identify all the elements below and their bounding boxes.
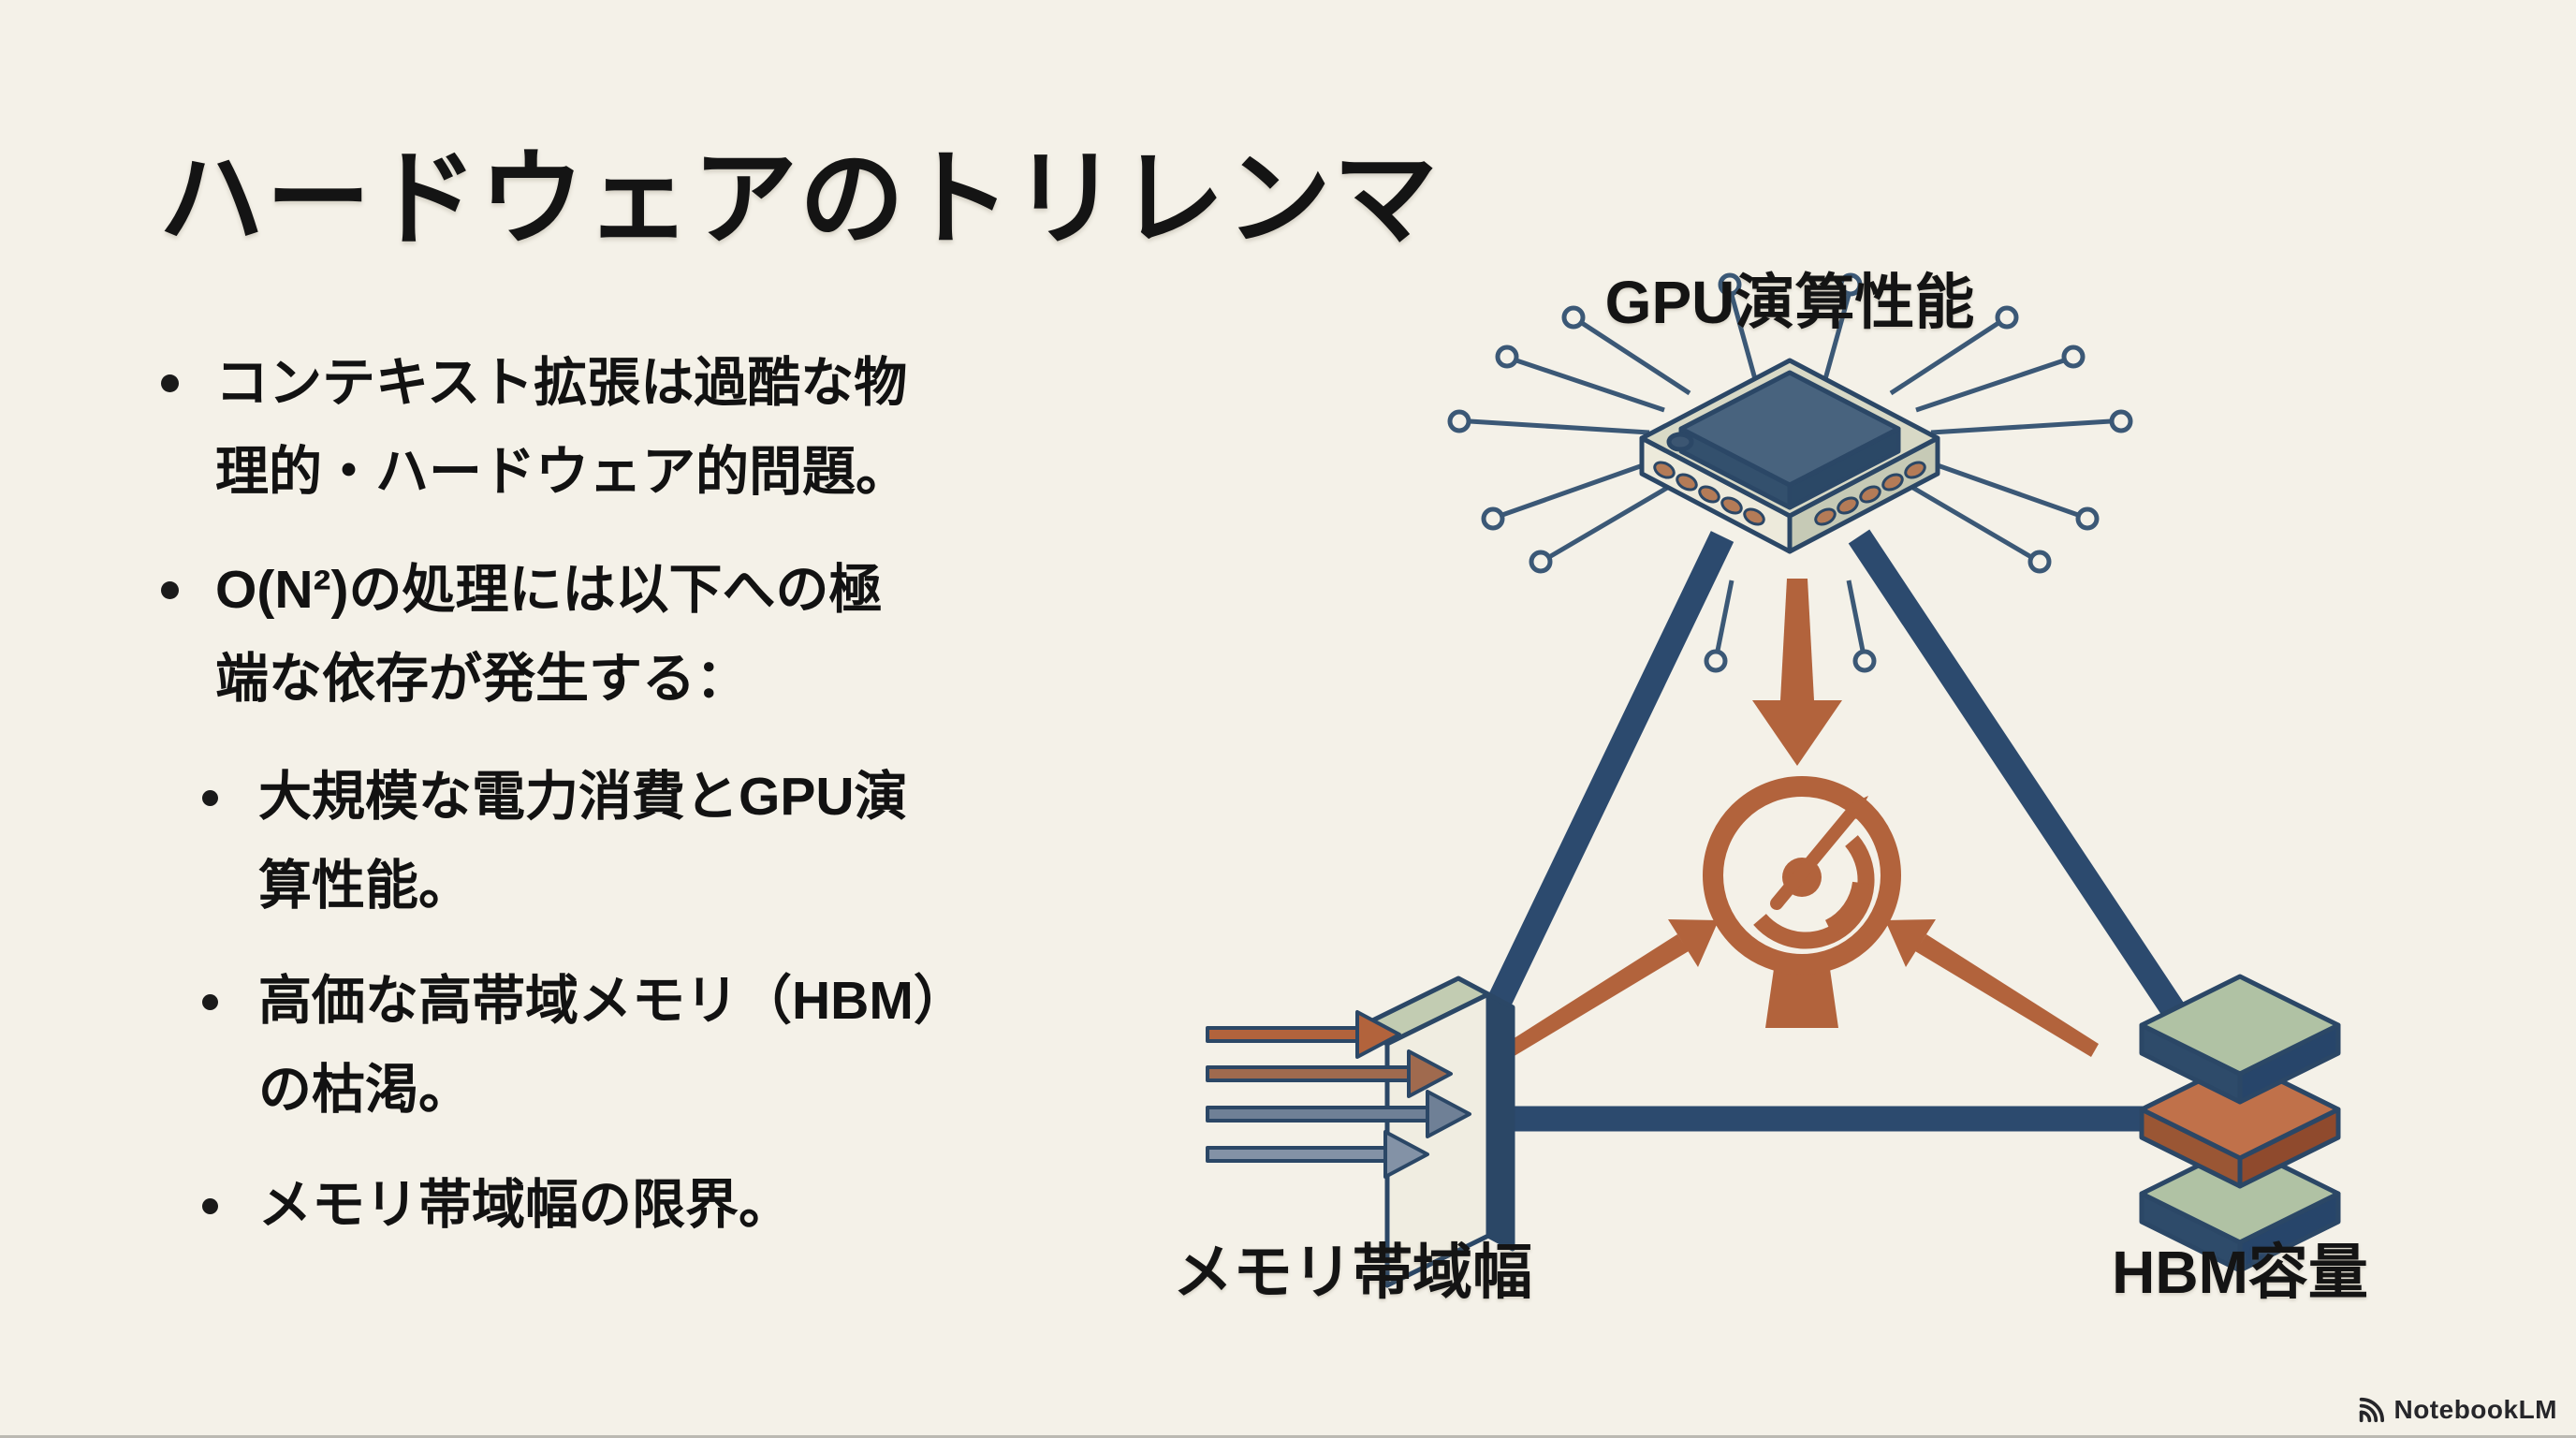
notebooklm-watermark: NotebookLM (2356, 1395, 2557, 1425)
bandwidth-arrow (1206, 1010, 1401, 1059)
hbm-layer-top (2139, 974, 2341, 1105)
bullet-text: コンテキスト拡張は過酷な物 (215, 353, 908, 413)
down-arrow (1752, 579, 1842, 766)
bullet-text: 高価な高帯域メモリ（HBM） (258, 971, 967, 1031)
bullet-text: O(N²)の処理には以下への極 (215, 560, 883, 620)
bullet-list: コンテキスト拡張は過酷な物 理的・ハードウェア的問題。 O(N²)の処理には以下… (159, 339, 1142, 1276)
bandwidth-arrow (1206, 1130, 1429, 1179)
pressure-arrows (1505, 579, 2099, 1057)
bandwidth-arrow (1206, 1090, 1471, 1138)
diagram-label-memory-bandwidth: メモリ帯域幅 (1173, 1239, 1532, 1306)
bottom-edge-line (0, 1435, 2576, 1438)
bullet-item: コンテキスト拡張は過酷な物 理的・ハードウェア的問題。 (159, 339, 1142, 517)
chip-pins (1653, 461, 1926, 526)
bandwidth-arrow (1206, 1049, 1453, 1098)
gpu-chip-illustration (1639, 358, 1940, 554)
bullet-text: 大規模な電力消費とGPU演 (258, 767, 908, 827)
bullet-item: O(N²)の処理には以下への極 端な依存が発生する： (159, 546, 1142, 724)
bullet-text: メモリ帯域幅の限界。 (258, 1175, 792, 1235)
trilemma-diagram: GPU演算性能 メモリ帯域幅 HBM容量 (1076, 140, 2481, 1404)
hbm-stack-illustration (2139, 974, 2341, 1273)
notebooklm-logo-icon (2360, 1397, 2385, 1423)
gauge-icon (1703, 776, 1901, 1028)
sub-bullet-item: 大規模な電力消費とGPU演 算性能。 (200, 753, 1142, 931)
sub-bullet-item: メモリ帯域幅の限界。 (200, 1161, 1142, 1250)
watermark-text: NotebookLM (2393, 1395, 2557, 1424)
trilemma-diagram-art (1206, 272, 2341, 1288)
slide-title: ハードウェアのトリレンマ (159, 140, 1440, 257)
left-arrow (1505, 919, 1719, 1057)
hbm-layer-middle (2139, 1058, 2341, 1189)
right-arrow (1885, 919, 2099, 1057)
sub-bullet-item: 高価な高帯域メモリ（HBM） の枯渇。 (200, 957, 1142, 1135)
diagram-label-gpu: GPU演算性能 (1604, 269, 1975, 336)
diagram-label-hbm-capacity: HBM容量 (2112, 1239, 2368, 1306)
bullet-text: の枯渇。 (258, 1060, 472, 1120)
chip-traces (1447, 272, 2133, 673)
bullet-text: 理的・ハードウェア的問題。 (215, 442, 909, 502)
bandwidth-arrows (1206, 1010, 1471, 1179)
hbm-layer-bottom (2139, 1142, 2341, 1273)
bullet-text: 端な依存が発生する： (215, 649, 749, 709)
bullet-text: 算性能。 (258, 856, 472, 916)
